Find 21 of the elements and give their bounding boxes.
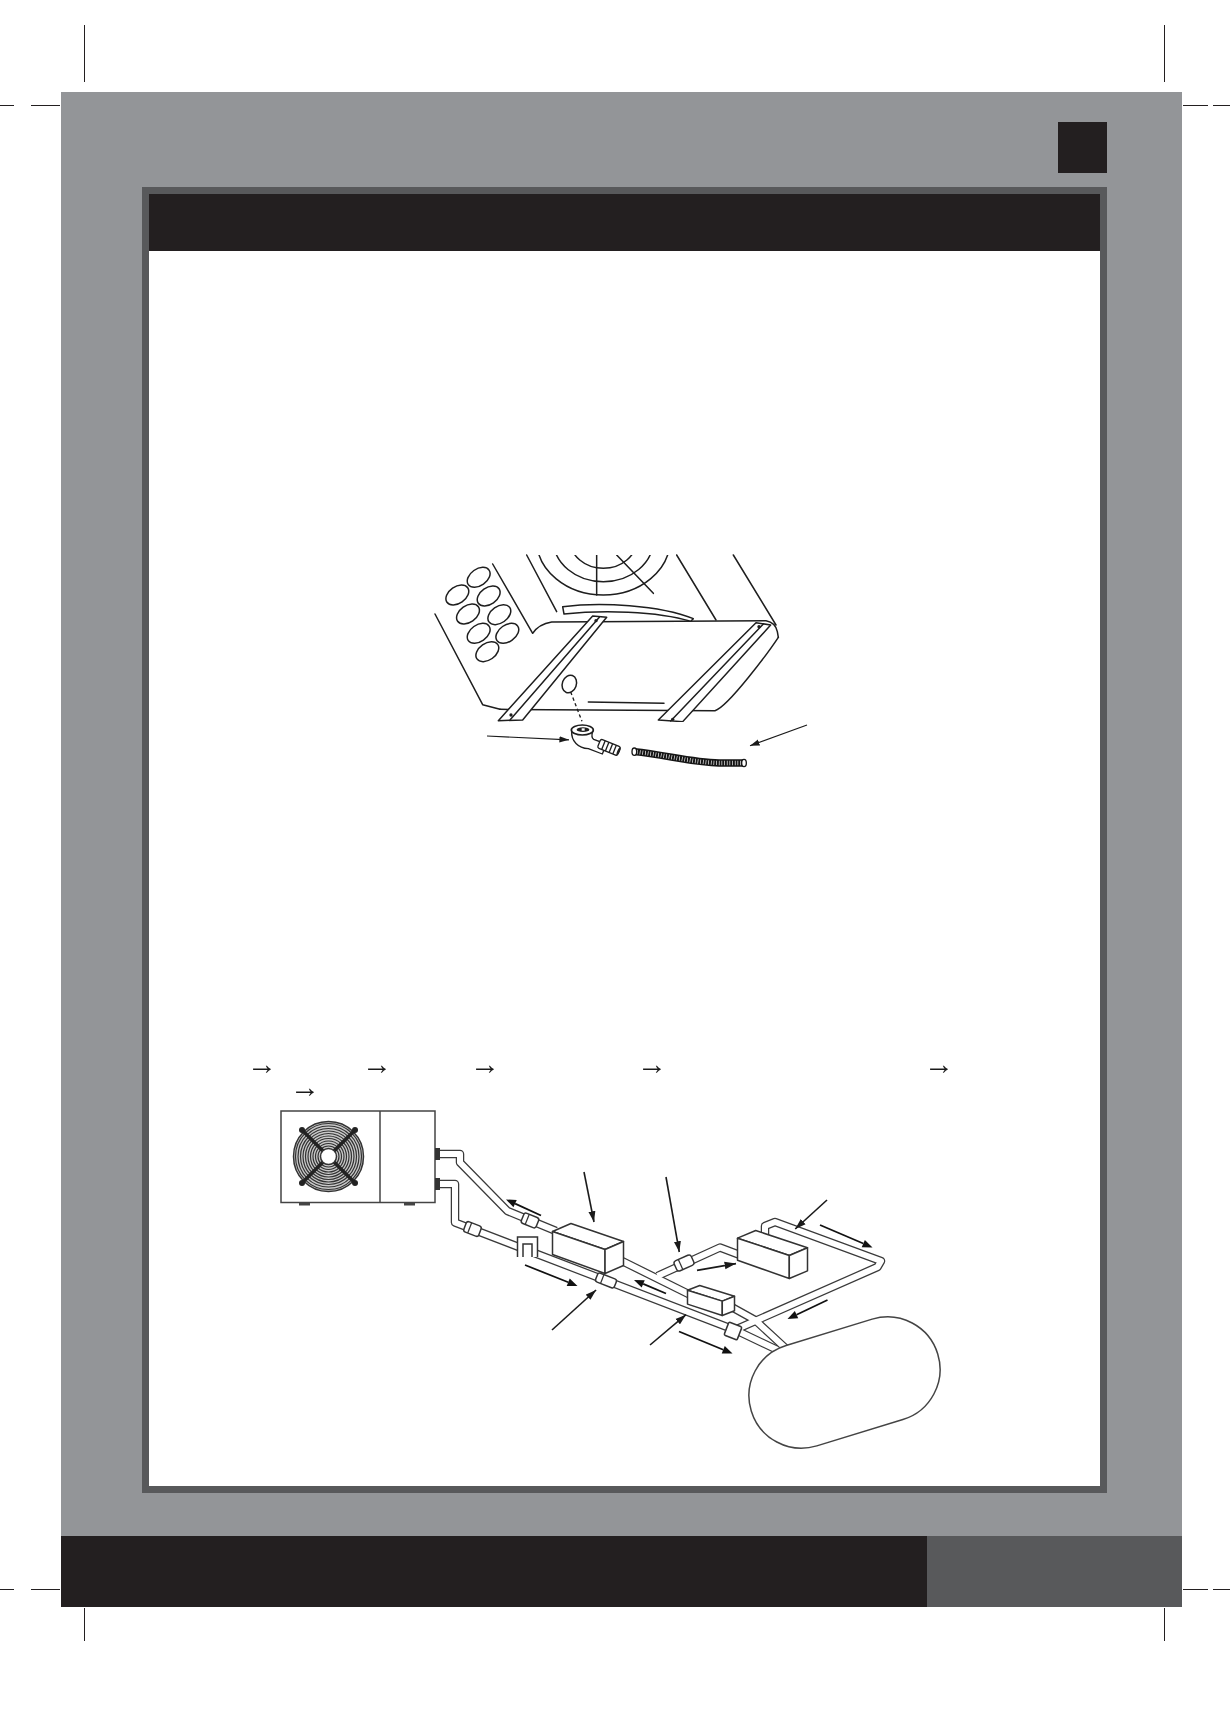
leader-arrow	[665, 1176, 682, 1253]
drain-elbow-connector	[569, 722, 623, 758]
leader-arrow	[649, 1313, 687, 1346]
flow-step-arrow: →	[470, 1049, 500, 1079]
flow-step-arrow: →	[362, 1049, 392, 1079]
drain-hose	[629, 745, 750, 770]
flow-step-arrow: →	[290, 1072, 320, 1102]
equipment-box	[736, 1229, 809, 1280]
leader-arrow	[794, 1199, 828, 1230]
flow-step-arrow: →	[637, 1049, 667, 1079]
leader-arrow	[486, 735, 570, 743]
leader-arrow	[749, 724, 808, 747]
flow-step-arrow: →	[247, 1049, 277, 1079]
flow-arrow	[696, 1261, 737, 1272]
flow-step-arrow: →	[924, 1049, 954, 1079]
equipment-box	[551, 1222, 625, 1275]
pipe-fitting	[592, 1271, 620, 1290]
pipe-fitting	[671, 1252, 697, 1274]
equipment-box	[686, 1284, 736, 1317]
leader-arrow	[583, 1171, 596, 1223]
leader-arrow	[551, 1289, 597, 1331]
